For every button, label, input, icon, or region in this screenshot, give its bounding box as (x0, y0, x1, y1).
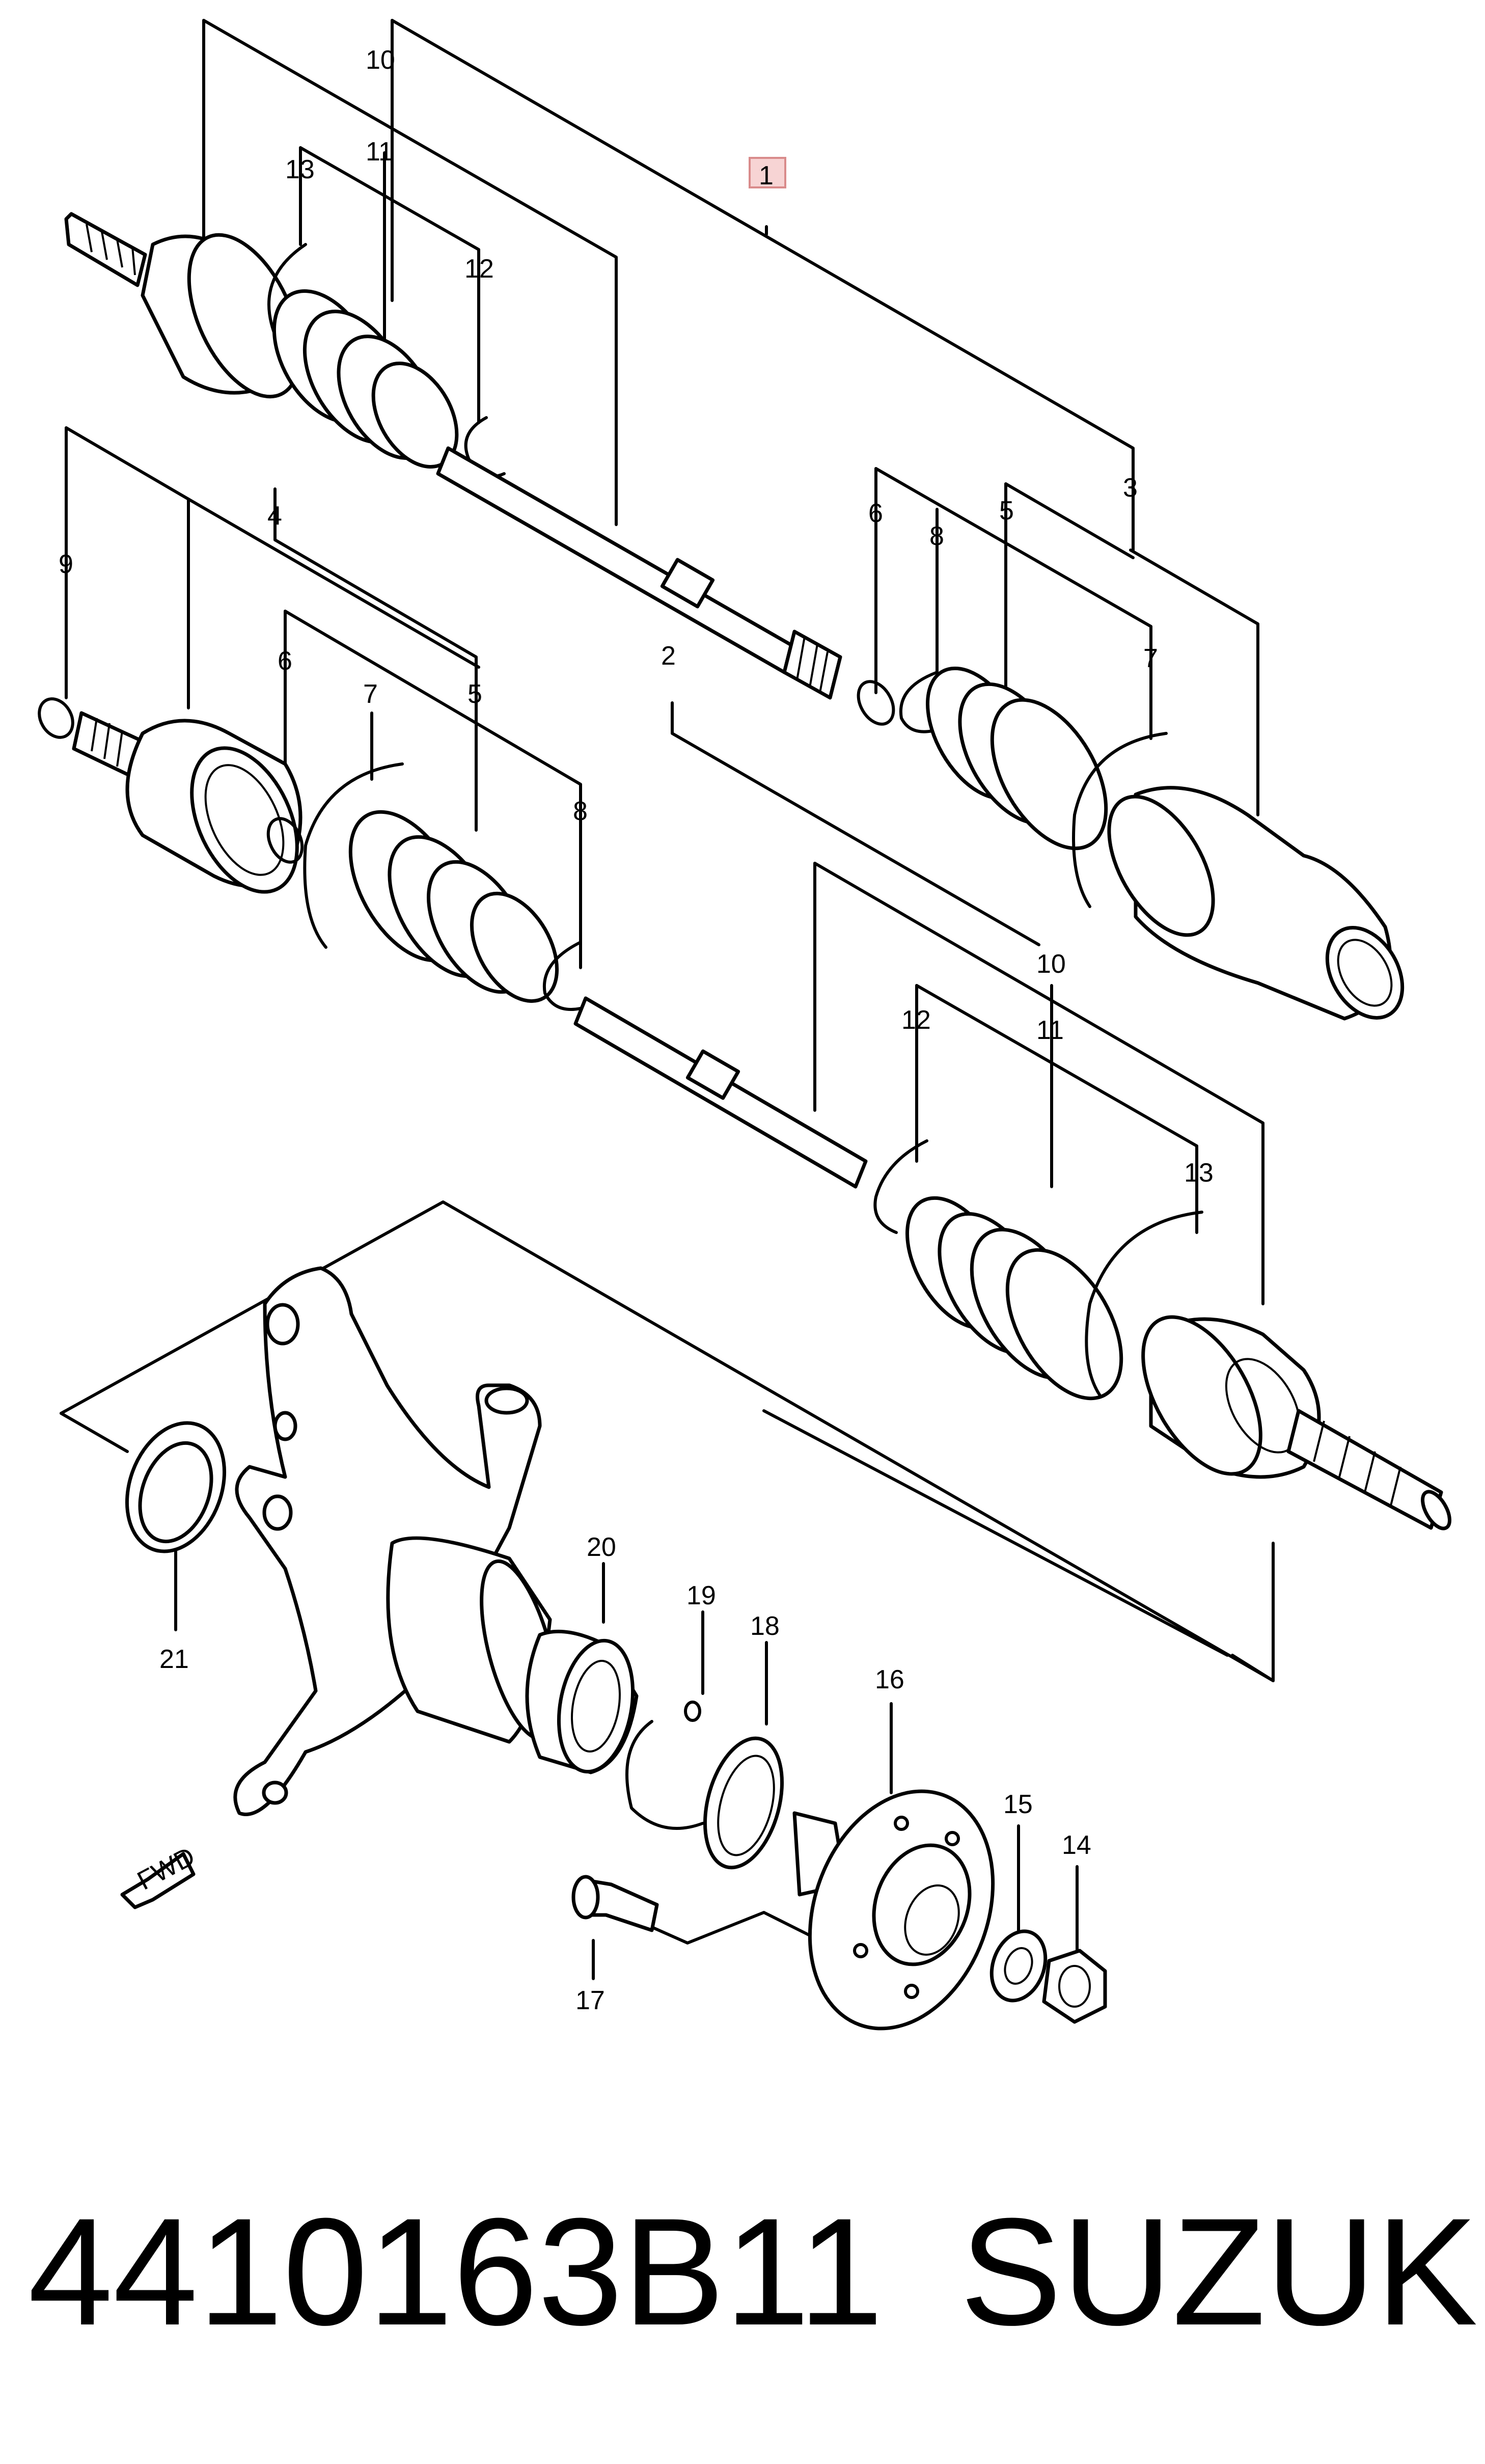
highlight-box (749, 157, 786, 188)
callout-10-top: 10 (366, 45, 395, 75)
callout-18: 18 (750, 1611, 780, 1641)
callout-12-mid: 12 (901, 1005, 931, 1035)
callout-9: 9 (59, 550, 73, 579)
callout-17: 17 (575, 1986, 605, 2015)
callout-11-mid: 11 (1036, 1016, 1064, 1045)
callout-7-top: 7 (1143, 644, 1158, 673)
callout-6-mid: 6 (278, 646, 292, 676)
callout-13-mid: 13 (1184, 1158, 1214, 1188)
callout-5-top: 5 (999, 496, 1014, 526)
callout-14: 14 (1062, 1830, 1091, 1860)
middle-drive-shaft-assembly (38, 697, 1451, 1530)
callout-19: 19 (686, 1581, 716, 1610)
leader-lines (60, 19, 1275, 1980)
top-drive-shaft-assembly (64, 212, 1405, 1021)
callout-5-mid: 5 (468, 679, 482, 709)
callout-20: 20 (587, 1532, 616, 1562)
callout-13-top: 13 (285, 155, 315, 184)
callout-2: 2 (661, 641, 676, 671)
callout-7-mid: 7 (363, 679, 378, 709)
callout-4: 4 (267, 501, 282, 531)
part-number: 4410163B11 (28, 2186, 884, 2357)
callout-8-mid: 8 (573, 797, 588, 826)
callout-labels: 1 10 11 13 12 3 6 8 5 7 4 9 6 2 7 5 8 10… (59, 45, 1214, 2015)
knuckle-hub-assembly: FWD (120, 1266, 1107, 2031)
callout-11-top: 11 (366, 137, 393, 167)
callout-1: 1 (759, 161, 774, 190)
brand-name: SUZUKI (960, 2186, 1485, 2357)
callout-15: 15 (1003, 1790, 1033, 1819)
callout-10-mid: 10 (1036, 949, 1066, 979)
fwd-arrow-icon: FWD (120, 1842, 200, 1909)
callout-3: 3 (1123, 473, 1138, 503)
callout-6-top: 6 (868, 499, 883, 528)
callout-21: 21 (159, 1645, 189, 1674)
callout-8-top: 8 (929, 522, 944, 551)
exploded-parts-diagram: FWD 1 10 11 13 12 3 6 8 5 7 4 9 6 2 7 5 … (38, 19, 1451, 2031)
callout-12-top: 12 (464, 254, 494, 284)
callout-16: 16 (875, 1665, 904, 1694)
